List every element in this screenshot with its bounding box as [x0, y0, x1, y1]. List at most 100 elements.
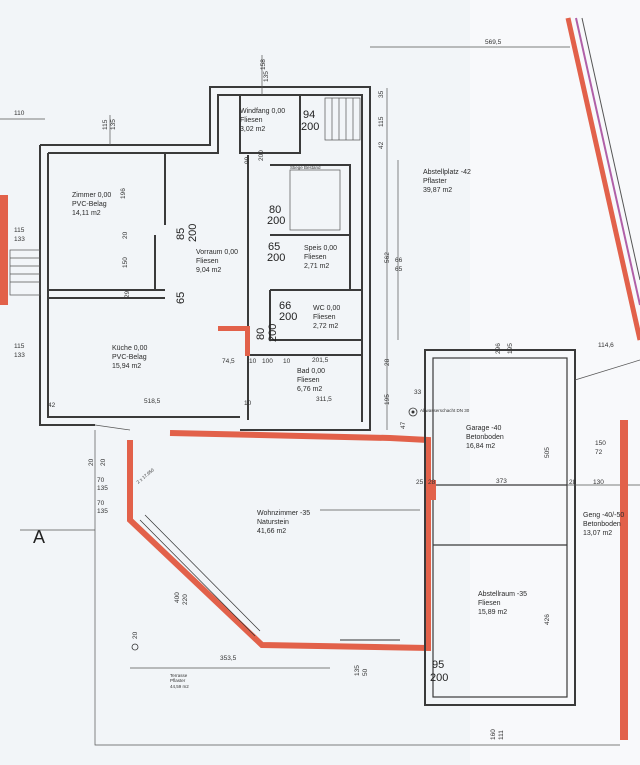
svg-text:200: 200 — [267, 215, 285, 227]
svg-text:195: 195 — [507, 343, 514, 354]
svg-text:25: 25 — [416, 479, 424, 486]
svg-text:Pflaster: Pflaster — [423, 178, 447, 185]
room-vorraum: Vorraum 0,00 Fliesen 9,04 m2 — [196, 249, 238, 274]
svg-text:20: 20 — [88, 458, 95, 466]
dimension-lines — [109, 55, 399, 430]
red-wall-bad — [245, 326, 250, 356]
room-zimmer: Zimmer 0,00 PVC-Belag 14,11 m2 — [72, 192, 111, 217]
svg-text:16,84 m2: 16,84 m2 — [466, 443, 495, 450]
svg-text:20: 20 — [132, 631, 139, 639]
garage-walls — [424, 349, 640, 740]
svg-text:Terrasse: Terrasse — [170, 673, 188, 678]
svg-text:Zimmer 0,00: Zimmer 0,00 — [72, 192, 111, 199]
room-abstellraum: Abstellraum -35 Fliesen 15,89 m2 — [478, 591, 527, 616]
svg-text:47: 47 — [400, 421, 407, 429]
svg-text:Naturstein: Naturstein — [257, 519, 289, 526]
svg-text:Fliesen: Fliesen — [478, 600, 501, 607]
svg-text:10: 10 — [283, 358, 291, 365]
svg-text:9,04 m2: 9,04 m2 — [196, 267, 221, 274]
svg-text:135: 135 — [263, 71, 270, 82]
svg-text:13,07 m2: 13,07 m2 — [583, 530, 612, 537]
svg-text:Abstellraum -35: Abstellraum -35 — [478, 591, 527, 598]
svg-text:65: 65 — [175, 292, 187, 304]
svg-text:135: 135 — [354, 665, 361, 676]
svg-text:99: 99 — [244, 156, 251, 164]
svg-text:135: 135 — [97, 508, 108, 515]
svg-text:Fliesen: Fliesen — [297, 377, 320, 384]
svg-text:10: 10 — [244, 400, 252, 407]
svg-text:28: 28 — [428, 479, 436, 486]
terrasse-outline — [94, 430, 620, 746]
svg-text:200: 200 — [301, 121, 319, 133]
svg-text:74,5: 74,5 — [222, 358, 235, 365]
svg-text:135: 135 — [97, 485, 108, 492]
svg-text:33: 33 — [414, 389, 422, 396]
room-terrasse: Terrasse Pflaster 44,59 m2 — [170, 673, 189, 689]
svg-text:10: 10 — [249, 358, 257, 365]
left-stair — [0, 195, 41, 305]
svg-text:Fliesen: Fliesen — [240, 117, 263, 124]
svg-text:Betonboden: Betonboden — [583, 521, 621, 528]
svg-text:20: 20 — [122, 231, 129, 239]
svg-text:400: 400 — [174, 592, 181, 603]
svg-text:Bad 0,00: Bad 0,00 — [297, 368, 325, 375]
svg-text:100: 100 — [262, 358, 273, 365]
svg-text:70: 70 — [97, 500, 105, 507]
svg-text:562: 562 — [384, 252, 391, 263]
svg-text:Wohnzimmer -35: Wohnzimmer -35 — [257, 510, 310, 517]
svg-text:Garage -40: Garage -40 — [466, 425, 502, 432]
room-bad: Bad 0,00 Fliesen 6,76 m2 — [297, 368, 325, 393]
terrasse-drain — [131, 643, 139, 651]
svg-text:505: 505 — [544, 447, 551, 458]
svg-text:426: 426 — [544, 614, 551, 625]
svg-text:85: 85 — [175, 228, 187, 240]
room-wohnzimmer: Wohnzimmer -35 Naturstein 41,66 m2 — [257, 510, 310, 535]
svg-text:200: 200 — [187, 224, 199, 242]
svg-text:201,5: 201,5 — [312, 357, 329, 364]
svg-text:15,89 m2: 15,89 m2 — [478, 609, 507, 616]
svg-text:65: 65 — [395, 266, 403, 273]
svg-text:200: 200 — [258, 150, 265, 161]
wohnzimmer-walls — [94, 424, 431, 652]
svg-text:135: 135 — [110, 119, 117, 130]
svg-text:Pflaster: Pflaster — [170, 678, 186, 683]
svg-text:66: 66 — [279, 300, 291, 312]
svg-text:70: 70 — [97, 477, 105, 484]
svg-text:15,94 m2: 15,94 m2 — [112, 363, 141, 370]
svg-text:2,72 m2: 2,72 m2 — [313, 323, 338, 330]
svg-text:200: 200 — [430, 672, 448, 684]
svg-text:28: 28 — [384, 358, 391, 366]
svg-text:Fliesen: Fliesen — [304, 254, 327, 261]
svg-text:42: 42 — [378, 141, 385, 149]
svg-text:20: 20 — [100, 458, 107, 466]
svg-text:65: 65 — [268, 241, 280, 253]
svg-text:14,11 m2: 14,11 m2 — [72, 210, 101, 217]
svg-text:353,5: 353,5 — [220, 655, 237, 662]
svg-text:130: 130 — [593, 479, 604, 486]
svg-text:Windfang 0,00: Windfang 0,00 — [240, 108, 285, 115]
dimension-numbers: 158 135 115 135 35 115 42 94 200 99 200 … — [14, 59, 614, 740]
svg-text:72: 72 — [595, 449, 603, 456]
room-kueche: Küche 0,00 PVC-Belag 15,94 m2 — [112, 345, 148, 370]
room-wc: WC 0,00 Fliesen 2,72 m2 — [313, 305, 340, 330]
svg-text:Fliesen: Fliesen — [313, 314, 336, 321]
svg-text:133: 133 — [14, 352, 25, 359]
property-boundary — [565, 17, 640, 341]
svg-text:PVC-Belag: PVC-Belag — [72, 201, 107, 208]
svg-text:296: 296 — [495, 343, 502, 354]
room-abstellplatz: Abstellplatz -42 Pflaster 39,87 m2 — [423, 169, 471, 194]
svg-text:115: 115 — [14, 343, 25, 350]
svg-text:PVC-Belag: PVC-Belag — [112, 354, 147, 361]
schacht-label: Abwasserschacht DN 30 — [420, 408, 470, 413]
stiege-label: Stiege Bestand — [290, 165, 321, 170]
svg-text:373: 373 — [496, 478, 507, 485]
drain-circle — [408, 407, 418, 417]
svg-text:Abstellplatz -42: Abstellplatz -42 — [423, 169, 471, 176]
svg-text:111: 111 — [498, 730, 505, 740]
svg-text:200: 200 — [279, 311, 297, 323]
svg-text:115: 115 — [102, 119, 109, 130]
section-label: A — [33, 527, 45, 547]
room-garage: Garage -40 Betonboden 16,84 m2 — [466, 425, 504, 450]
svg-text:28: 28 — [569, 479, 577, 486]
